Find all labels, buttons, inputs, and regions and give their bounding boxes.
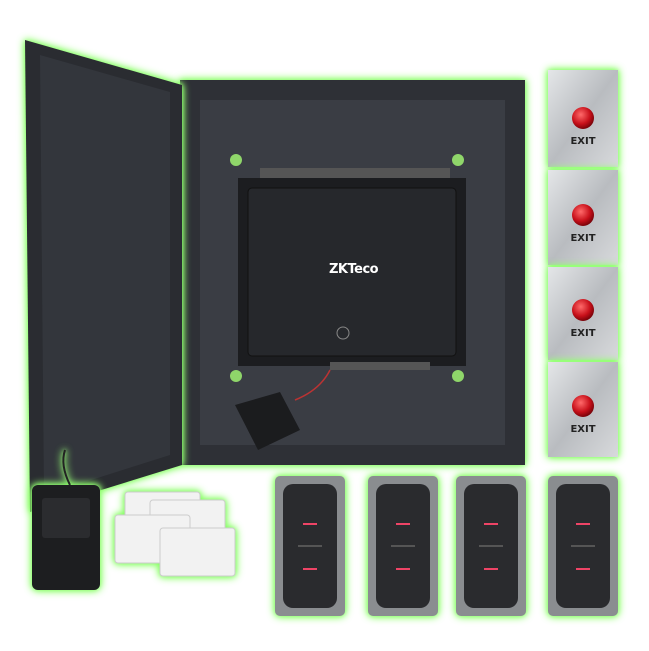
controller-board (238, 168, 466, 370)
zkteco-logo: ZKTeco (329, 262, 379, 277)
exit-label: EXIT (570, 233, 596, 244)
usb-card-reader (32, 449, 100, 590)
mounting-holes (230, 154, 464, 382)
proximity-readers (275, 476, 618, 616)
logo-text: ZKTeco (329, 262, 379, 277)
exit-label: EXIT (570, 328, 596, 339)
power-adapter (235, 369, 331, 450)
cabinet-door (25, 40, 182, 512)
exit-label: EXIT (570, 424, 596, 435)
rfid-cards (114, 491, 236, 577)
exit-label: EXIT (570, 136, 596, 147)
exit-buttons (548, 70, 618, 457)
